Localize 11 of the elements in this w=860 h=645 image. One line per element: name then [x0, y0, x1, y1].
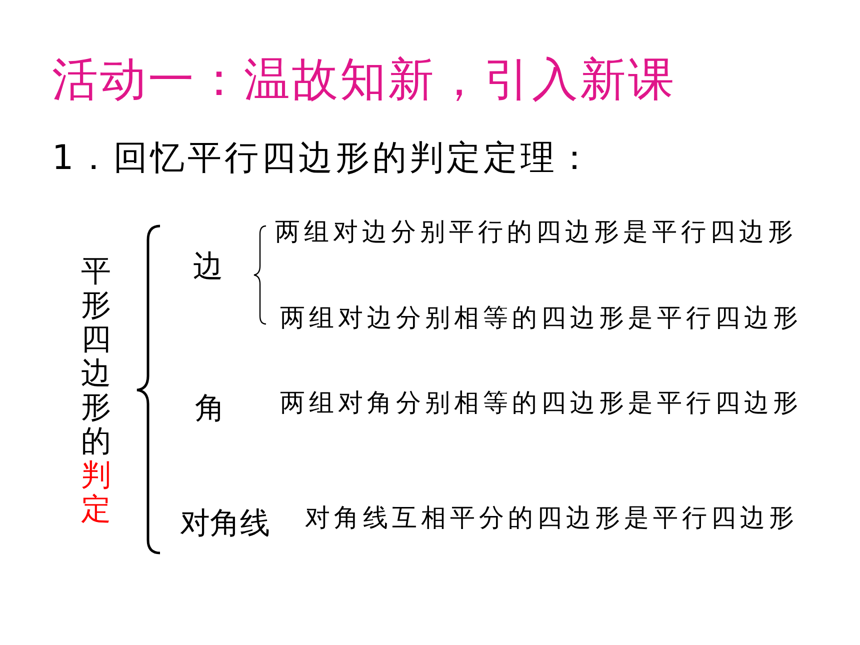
theorem-text: 两组对角分别相等的四边形是平行四边形	[280, 389, 802, 416]
theorem-text: 两组对边分别相等的四边形是平行四边形	[280, 304, 802, 332]
theorem-text: 对角线互相平分的四边形是平行四边形	[305, 504, 798, 532]
slide-title: 活动一：温故知新，引入新课	[52, 54, 676, 105]
vertical-heading: 判定	[80, 459, 112, 527]
category-label: 对角线	[180, 507, 270, 540]
category-label: 边	[193, 250, 223, 283]
category-label: 角	[195, 392, 225, 425]
vertical-heading: 平形四边形的	[80, 255, 112, 459]
theorem-text: 两组对边分别平行的四边形是平行四边形	[275, 218, 797, 246]
intro-question: 1．回忆平行四边形的判定定理：	[52, 140, 595, 178]
